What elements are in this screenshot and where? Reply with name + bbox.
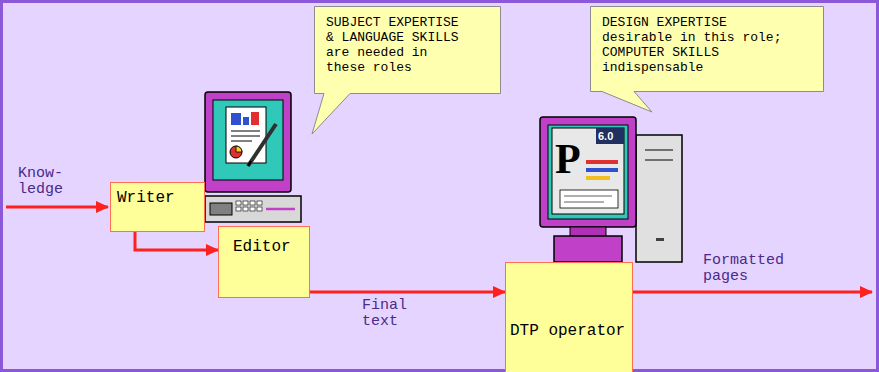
computer-icon (205, 92, 301, 222)
flow-label: Know- ledge (18, 166, 70, 198)
callout-outline (312, 7, 501, 135)
flow-label: Formatted pages (703, 253, 795, 285)
input-arrow (6, 206, 108, 209)
callout-bubble: SUBJECT EXPERTISE & LANGUAGE SKILLS are … (314, 6, 501, 94)
edge-label: Final text (362, 298, 414, 330)
version-number: 6.0 (598, 129, 624, 143)
box-label: Editor (233, 237, 295, 257)
callout-text: DESIGN EXPERTISE desirable in this role;… (602, 15, 794, 75)
process-box: Writer (110, 182, 205, 232)
process-box: Editor (218, 226, 310, 298)
box-label: DTP operator (510, 321, 628, 341)
callout-bubble: DESIGN EXPERTISE desirable in this role;… (590, 6, 824, 92)
process-box: DTP operator (505, 262, 633, 372)
callout-text: SUBJECT EXPERTISE & LANGUAGE SKILLS are … (326, 15, 468, 75)
output-arrow (628, 291, 872, 294)
flow-arrow (135, 232, 218, 250)
logo-letter: P (555, 137, 589, 181)
computer-icon (540, 117, 682, 262)
box-label: Writer (117, 188, 198, 208)
flow-arrow (310, 291, 505, 294)
callout-outline (591, 7, 824, 113)
